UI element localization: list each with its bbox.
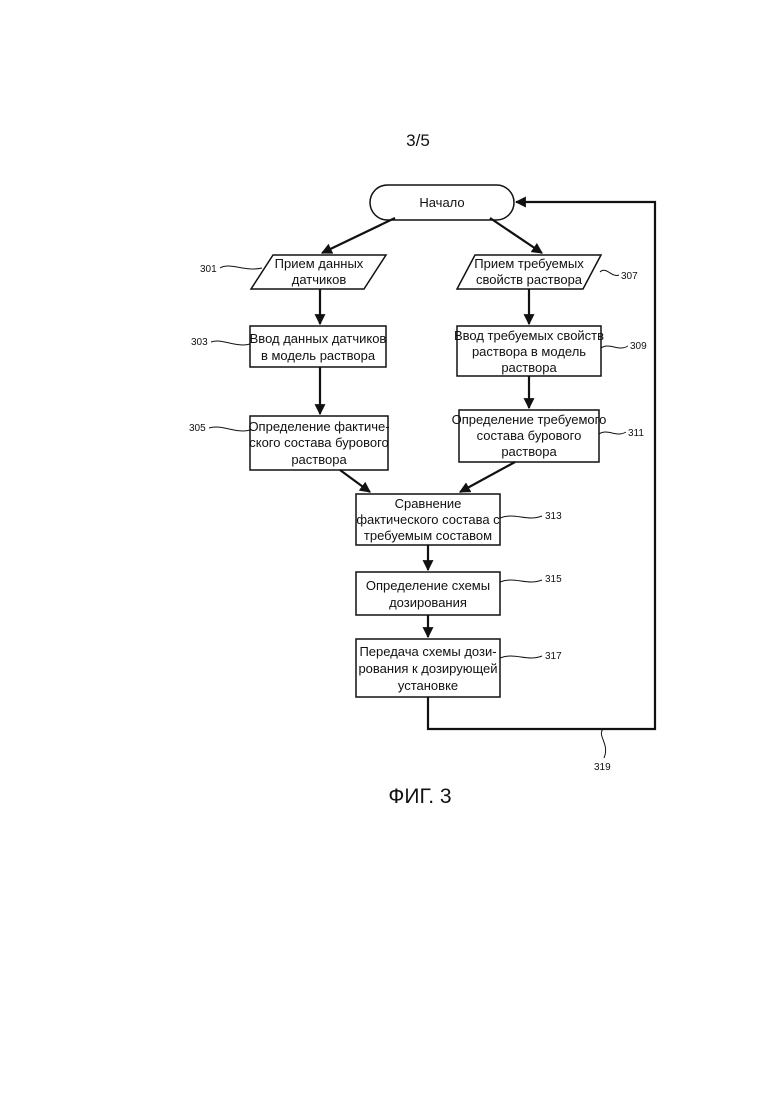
ref-315: 315 (545, 574, 562, 585)
svg-text:Определение требуемого: Определение требуемого (452, 412, 607, 427)
ref-313: 313 (545, 511, 562, 522)
input-sensor-data: Прием данных датчиков (251, 255, 386, 289)
svg-text:ского состава бурового: ского состава бурового (249, 435, 389, 450)
ref-317: 317 (545, 651, 562, 662)
svg-text:установке: установке (398, 678, 458, 693)
svg-text:состава бурового: состава бурового (477, 428, 582, 443)
figure-caption: ФИГ. 3 (388, 785, 451, 808)
step-determine-actual-composition: Определение фактиче- ского состава буров… (248, 416, 389, 470)
svg-text:рования к дозирующей: рования к дозирующей (358, 661, 497, 676)
ref-305: 305 (189, 423, 206, 434)
svg-text:Сравнение: Сравнение (395, 496, 462, 511)
svg-text:Определение схемы: Определение схемы (366, 578, 490, 593)
svg-text:дозирования: дозирования (389, 595, 467, 610)
ref-311: 311 (628, 428, 644, 439)
step-determine-required-composition: Определение требуемого состава бурового … (452, 410, 607, 462)
svg-text:требуемым составом: требуемым составом (364, 528, 492, 543)
svg-text:Определение фактиче-: Определение фактиче- (248, 419, 389, 434)
input-required-properties: Прием требуемых свойств раствора (457, 255, 601, 289)
svg-text:Передача схемы дози-: Передача схемы дози- (359, 644, 496, 659)
svg-text:Прием требуемых: Прием требуемых (474, 256, 584, 271)
svg-text:раствора: раствора (501, 444, 557, 459)
start-terminator: Начало (370, 185, 514, 220)
svg-text:раствора: раствора (501, 360, 557, 375)
step-input-sensor-model: Ввод данных датчиков в модель раствора (250, 326, 387, 367)
svg-text:Ввод данных датчиков: Ввод данных датчиков (250, 331, 387, 346)
svg-text:Прием данных: Прием данных (275, 256, 364, 271)
ref-319: 319 (594, 762, 611, 773)
svg-text:фактического состава с: фактического состава с (356, 512, 500, 527)
ref-301: 301 (200, 264, 217, 275)
svg-text:в модель раствора: в модель раствора (261, 348, 376, 363)
ref-309: 309 (630, 341, 647, 352)
svg-text:раствора: раствора (291, 452, 347, 467)
step-transmit-dosing-scheme: Передача схемы дози- рования к дозирующе… (356, 639, 500, 697)
svg-text:Ввод требуемых свойств: Ввод требуемых свойств (454, 328, 604, 343)
step-determine-dosing-scheme: Определение схемы дозирования (356, 572, 500, 615)
svg-text:свойств раствора: свойств раствора (476, 272, 583, 287)
step-input-required-model: Ввод требуемых свойств раствора в модель… (454, 326, 604, 376)
svg-text:раствора в модель: раствора в модель (472, 344, 586, 359)
step-compare-compositions: Сравнение фактического состава с требуем… (356, 494, 500, 545)
page-number: 3/5 (406, 131, 430, 150)
start-label: Начало (419, 195, 464, 210)
svg-text:датчиков: датчиков (292, 272, 347, 287)
ref-307: 307 (621, 271, 638, 282)
ref-303: 303 (191, 337, 208, 348)
